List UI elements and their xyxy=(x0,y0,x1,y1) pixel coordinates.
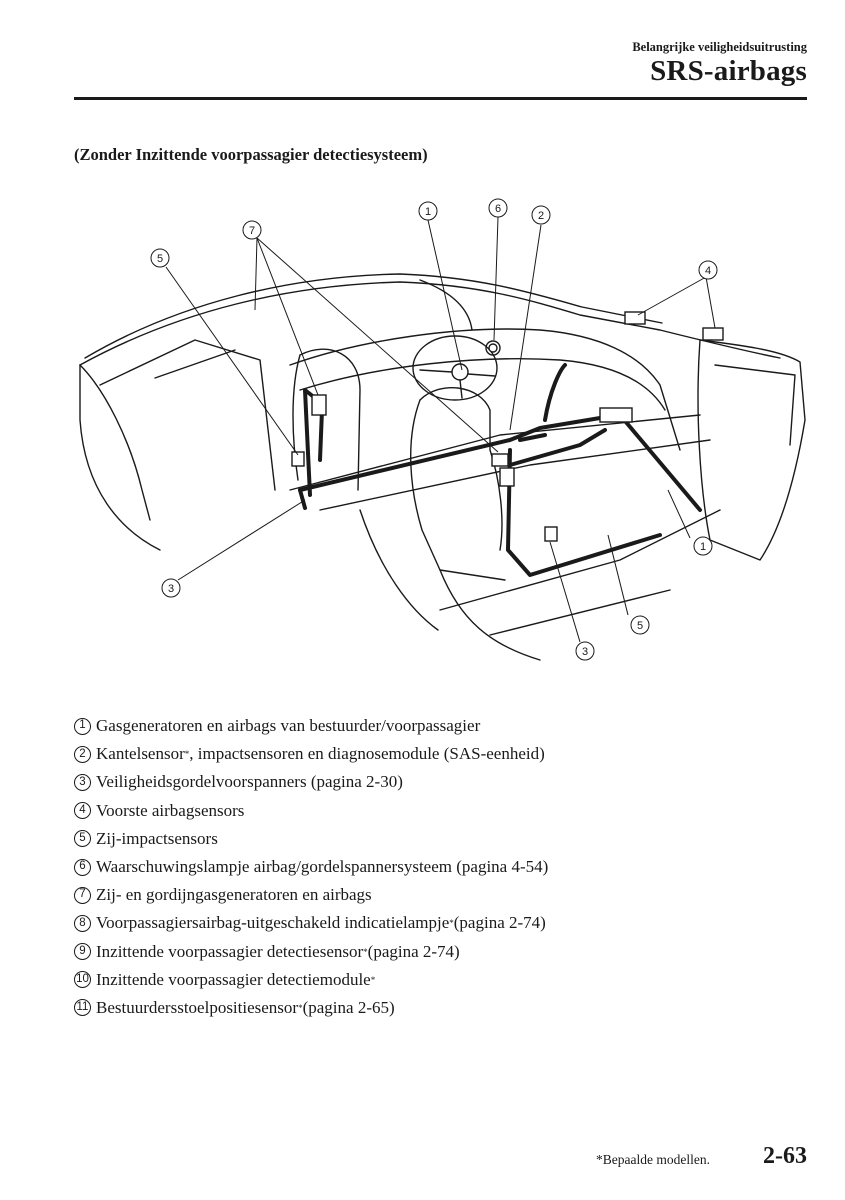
legend-number: 5 xyxy=(74,830,91,848)
steering-wheel xyxy=(412,335,498,401)
callout-label: 5 xyxy=(157,253,163,265)
footnote: *Bepaalde modellen. xyxy=(596,1152,710,1167)
header-rule xyxy=(74,97,807,100)
legend-text-after: (pagina 2-65) xyxy=(302,997,395,1017)
legend-text: Kantelsensor xyxy=(96,744,185,764)
legend-number: 7 xyxy=(74,886,91,904)
legend-number: 2 xyxy=(74,745,91,763)
pretensioner-left xyxy=(291,451,305,467)
driver-seat xyxy=(419,386,503,551)
legend-text: Inzittende voorpassagier detectiesensor xyxy=(96,941,364,961)
callout-label: 3 xyxy=(168,583,174,595)
wiring-harness xyxy=(298,413,702,512)
legend-number: 9 xyxy=(74,943,91,961)
callout-label: 7 xyxy=(249,225,255,237)
legend-item: 4 Voorste airbagsensors xyxy=(74,797,548,825)
callout-label: 3 xyxy=(582,646,588,658)
front-sensor-b xyxy=(702,327,724,341)
legend-item: 1 Gasgeneratoren en airbags van bestuurde… xyxy=(74,712,548,740)
dashboard-outline xyxy=(289,328,681,451)
side-airbag-module xyxy=(311,394,327,416)
legend-text: Inzittende voorpassagier detectiemodule xyxy=(96,969,371,989)
warning-lamp xyxy=(488,343,498,353)
section-heading: (Zonder Inzittende voorpassagier detecti… xyxy=(74,145,428,164)
legend-item: 10 Inzittende voorpassagier detectiemodul… xyxy=(74,966,548,994)
legend-text-after: , impactsensoren en diagnosemodule (SAS-… xyxy=(189,744,545,764)
legend-text-after: (pagina 2-74) xyxy=(453,913,546,933)
center-seat-module xyxy=(499,467,515,487)
passenger-seat xyxy=(292,348,361,491)
legend-number: 6 xyxy=(74,858,91,876)
legend-item: 3 Veiligheidsgordelvoorspanners (pagina 2… xyxy=(74,768,548,796)
legend-text: Voorpassagiersairbag-uitgeschakeld indic… xyxy=(96,913,450,933)
legend-text: Gasgeneratoren en airbags van bestuurder… xyxy=(96,716,481,736)
legend-number: 1 xyxy=(74,717,91,735)
pretensioner-right xyxy=(544,526,558,542)
legend-text: Waarschuwingslampje airbag/gordelspanner… xyxy=(96,857,549,877)
callout-label: 1 xyxy=(700,541,706,553)
callout-label: 5 xyxy=(637,620,643,632)
legend-text: Zij-impactsensors xyxy=(96,828,218,848)
page-section-label: Belangrijke veiligheidsuitrusting xyxy=(632,40,807,54)
front-door xyxy=(697,339,806,561)
callout-label: 6 xyxy=(495,203,501,215)
legend-number: 10 xyxy=(74,971,91,989)
page-number: 2-63 xyxy=(763,1143,807,1169)
legend-text: Veiligheidsgordelvoorspanners (pagina 2-… xyxy=(96,772,403,792)
front-sensor-a xyxy=(624,311,646,325)
legend-text-after: (pagina 2-74) xyxy=(367,941,460,961)
legend-number: 4 xyxy=(74,802,91,820)
legend-text: Zij- en gordijngasgeneratoren en airbags xyxy=(96,885,372,905)
legend-number: 11 xyxy=(74,999,91,1017)
legend-item: 5 Zij-impactsensors xyxy=(74,825,548,853)
callout-label: 2 xyxy=(538,210,544,222)
airbag-system-diagram: 1 6 2 7 5 4 1 3 5 3 xyxy=(79,198,806,661)
legend-item: 7 Zij- en gordijngasgeneratoren en airbag… xyxy=(74,881,548,909)
page-title: SRS-airbags xyxy=(650,55,807,87)
legend-number: 3 xyxy=(74,773,91,791)
sas-unit xyxy=(599,407,633,423)
legend-item: 8 Voorpassagiersairbag-uitgeschakeld indi… xyxy=(74,909,548,937)
legend-item: 9 Inzittende voorpassagier detectiesensor… xyxy=(74,938,548,966)
callout-label: 4 xyxy=(705,265,711,277)
callout-label: 1 xyxy=(425,206,431,218)
legend-text: Voorste airbagsensors xyxy=(96,800,245,820)
legend-text: Bestuurdersstoelpositiesensor xyxy=(96,997,299,1017)
legend-list: 1 Gasgeneratoren en airbags van bestuurde… xyxy=(74,712,548,1022)
side-impact-sensor xyxy=(491,453,509,467)
legend-number: 8 xyxy=(74,914,91,932)
legend-item: 6 Waarschuwingslampje airbag/gordelspanne… xyxy=(74,853,548,881)
